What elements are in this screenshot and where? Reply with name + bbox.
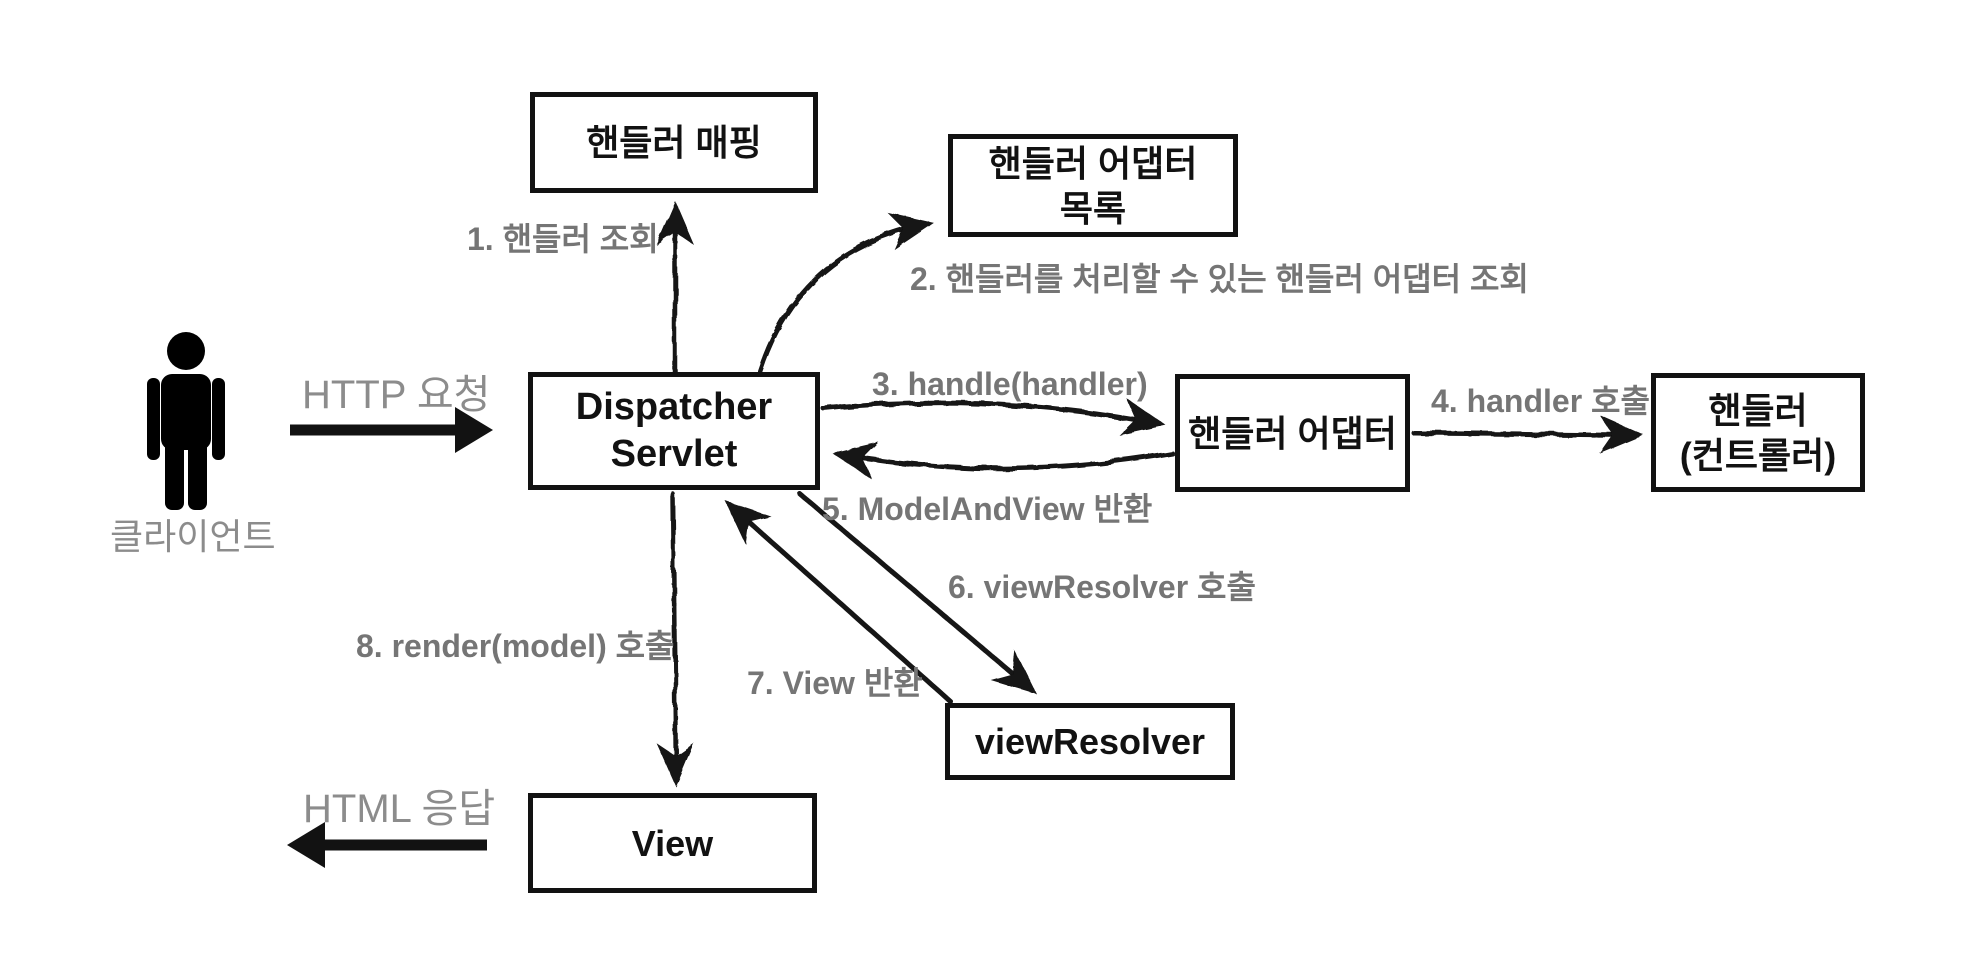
box-handler-controller-line2: (컨트롤러): [1679, 434, 1837, 476]
box-dispatcher-servlet: Dispatcher Servlet: [528, 372, 820, 490]
step-1-label: 1. 핸들러 조회: [467, 221, 659, 257]
arrow-step-4: [1411, 415, 1644, 454]
box-handler-controller-line1: 핸들러: [1708, 389, 1808, 431]
http-request-arrow: [290, 407, 493, 453]
box-handler-adapter-list: 핸들러 어댑터 목록: [948, 134, 1238, 237]
step-8-label: 8. render(model) 호출: [356, 628, 675, 664]
person-icon: [147, 332, 225, 510]
box-handler-adapter-list-line1: 핸들러 어댑터: [988, 142, 1198, 184]
box-dispatcher-servlet-line2: Servlet: [610, 433, 738, 475]
box-handler-adapter: 핸들러 어댑터: [1175, 374, 1410, 492]
arrow-step-6: [797, 491, 1037, 694]
html-response-label: HTML 응답: [303, 787, 496, 831]
box-handler-adapter-label: 핸들러 어댑터: [1188, 412, 1397, 454]
box-handler-mapping: 핸들러 매핑: [530, 92, 818, 193]
box-view-label: View: [631, 822, 714, 864]
step-5-label: 5. ModelAndView 반환: [822, 491, 1153, 527]
arrow-step-7: [725, 501, 953, 704]
box-view-resolver-label: viewResolver: [974, 721, 1206, 762]
box-view-resolver: viewResolver: [945, 703, 1235, 780]
step-4-label: 4. handler 호출: [1431, 383, 1650, 419]
client-label: 클라이언트: [110, 516, 276, 557]
arrow-step-5: [832, 441, 1175, 480]
http-request-label: HTTP 요청: [302, 373, 491, 417]
step-3-label: 3. handle(handler): [872, 366, 1148, 402]
box-dispatcher-servlet-line1: Dispatcher: [575, 385, 773, 428]
arrow-step-2: [757, 212, 934, 374]
step-7-label: 7. View 반환: [747, 665, 923, 701]
box-handler-controller: 핸들러 (컨트롤러): [1651, 373, 1865, 492]
step-2-label: 2. 핸들러를 처리할 수 있는 핸들러 어댑터 조회: [910, 261, 1529, 297]
arrow-step-3: [821, 398, 1166, 436]
box-handler-mapping-label: 핸들러 매핑: [586, 122, 762, 163]
step-6-label: 6. viewResolver 호출: [948, 569, 1256, 605]
box-view: View: [528, 793, 817, 893]
box-handler-adapter-list-line2: 목록: [1059, 187, 1127, 229]
arrow-step-8: [656, 491, 695, 787]
html-response-arrow: [287, 822, 487, 868]
